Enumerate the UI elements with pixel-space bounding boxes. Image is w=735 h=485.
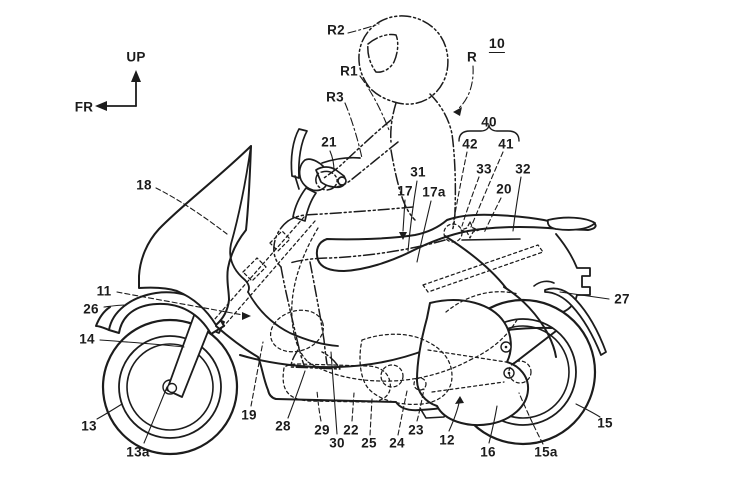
leader-27 <box>559 291 610 300</box>
visor <box>367 33 399 73</box>
leader-31 <box>407 180 418 252</box>
leader-23 <box>416 388 425 422</box>
frame-lower-rail <box>307 359 471 382</box>
leader-15a <box>518 392 544 445</box>
leader-R1 <box>359 75 390 131</box>
legshield-to-floor <box>247 291 339 347</box>
arrow-12 <box>455 396 464 404</box>
thigh-top <box>287 206 414 222</box>
swingarm-drive-case <box>416 299 530 426</box>
torso-front <box>390 149 416 221</box>
leader-30 <box>330 351 338 435</box>
leader-11 <box>116 291 244 316</box>
arrow-17 <box>399 232 407 240</box>
brake-lever <box>321 156 361 164</box>
leader-41 <box>470 151 504 228</box>
fairing-inner-edge <box>229 145 252 293</box>
frame-downtube <box>291 227 319 363</box>
air-cleaner <box>269 309 325 353</box>
steering-head-cover <box>292 187 317 222</box>
leader-17a <box>416 200 432 263</box>
leader-13 <box>96 403 123 420</box>
belt-lower <box>431 381 505 393</box>
body-trim-strip <box>422 244 544 293</box>
front-rim <box>126 343 214 431</box>
leader-R <box>457 65 474 110</box>
front-tire-inner <box>118 335 222 439</box>
orientation-arrows <box>95 70 141 111</box>
rear-wheel-arch <box>503 286 557 358</box>
leader-13a <box>143 386 168 444</box>
knee-front <box>273 220 289 268</box>
foot <box>290 349 341 370</box>
engine-case <box>359 333 453 406</box>
leader-22 <box>351 392 355 422</box>
shin-front <box>280 266 305 366</box>
leader-14 <box>99 339 185 348</box>
bar-end <box>337 176 347 186</box>
leader-29 <box>316 390 322 422</box>
arrow-11 <box>242 312 251 320</box>
thigh-bottom <box>289 239 446 264</box>
crankshaft <box>380 364 404 388</box>
fender-lip <box>95 306 111 331</box>
steering-column-hidden <box>213 216 316 327</box>
leader-24 <box>397 390 408 436</box>
grab-rail <box>546 216 596 231</box>
leader-R3 <box>344 102 363 159</box>
leader-28 <box>287 370 306 419</box>
rider-phantom <box>273 15 457 370</box>
leader-lines <box>96 23 610 445</box>
arm-lower-line <box>336 141 399 188</box>
front-axle <box>166 382 178 394</box>
handlebar-assembly <box>290 128 361 222</box>
seat-catch <box>460 221 480 239</box>
engine-shaft <box>413 377 427 391</box>
leader-26 <box>103 304 127 308</box>
leader-42 <box>452 151 468 226</box>
hand <box>315 170 338 191</box>
front-tire <box>101 318 239 456</box>
leader-21 <box>329 150 335 172</box>
leader-17 <box>402 199 406 232</box>
leader-18 <box>155 187 228 235</box>
arrow-R <box>453 107 462 116</box>
calf-back <box>309 261 328 365</box>
leader-15 <box>575 403 601 418</box>
up-arrow-head <box>131 70 141 82</box>
fork-internal-2 <box>269 230 291 252</box>
underseat-line <box>461 238 521 241</box>
arm-upper-line <box>323 119 392 179</box>
front-fairing <box>138 145 339 347</box>
tail-section <box>444 233 607 358</box>
inner-rear-fender <box>445 291 519 313</box>
seat <box>315 213 597 272</box>
fuel-tank <box>282 363 391 403</box>
rider-chest <box>390 102 397 143</box>
leader-32 <box>512 176 522 232</box>
leader-33 <box>461 176 480 227</box>
mirror-stalk <box>294 175 300 190</box>
tail-rear-face <box>555 233 591 313</box>
brace-40 <box>458 124 520 142</box>
leader-16 <box>488 405 498 444</box>
hidden-internals <box>213 216 544 406</box>
fr-arrow-head <box>95 101 107 111</box>
mirror <box>290 128 308 179</box>
body-front-lower <box>215 325 277 400</box>
fork-internal-1 <box>242 257 267 282</box>
rear-axle-hidden <box>508 360 532 384</box>
leader-25 <box>369 398 373 436</box>
fender-ear <box>533 280 555 287</box>
leader-20 <box>483 197 502 234</box>
rider-back <box>429 93 457 232</box>
leader-R2 <box>347 23 380 34</box>
body-side-edge <box>444 235 507 289</box>
leader-12 <box>448 402 460 432</box>
helmet <box>358 15 449 105</box>
leader-19 <box>250 341 264 407</box>
belt-upper <box>427 349 507 363</box>
